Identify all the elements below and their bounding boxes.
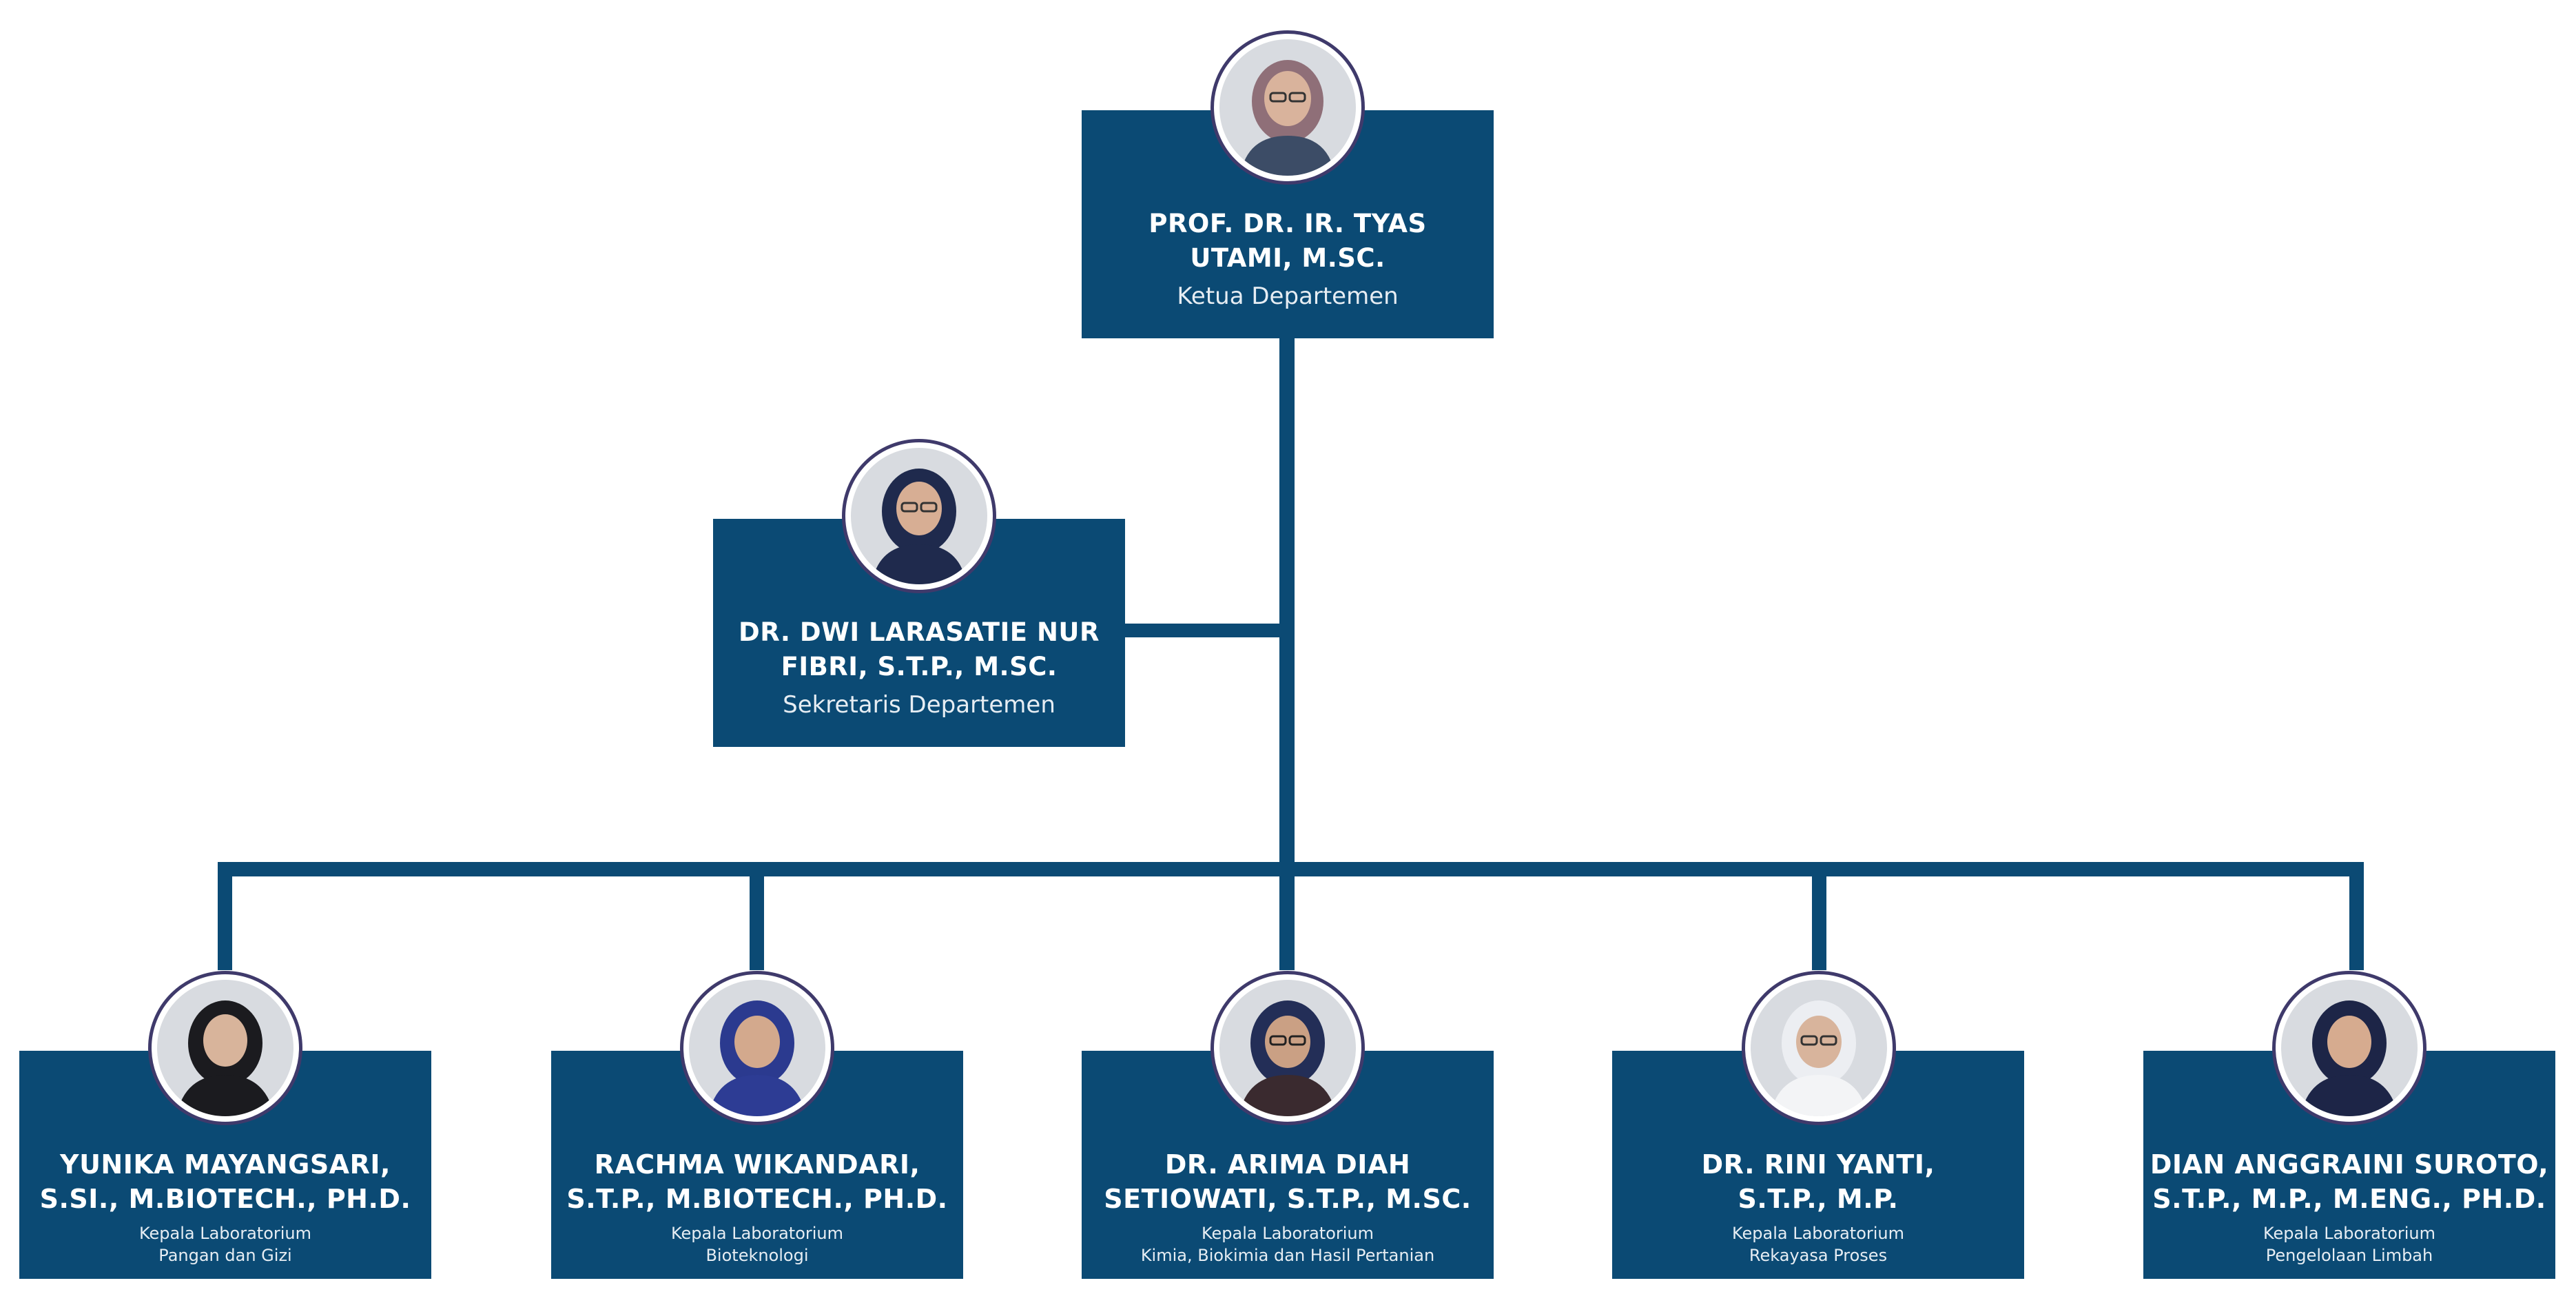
lab-1-unit: Pangan dan Gizi [158, 1246, 292, 1265]
drop-line-5 [2349, 862, 2364, 970]
avatar-lab-3 [1210, 971, 1365, 1125]
lab-3-name-line1: DR. ARIMA DIAH [1164, 1149, 1411, 1180]
lab-5-name: DIAN ANGGRAINI SUROTO, S.T.P., M.P., M.EN… [2143, 1147, 2555, 1216]
trunk-line [1279, 338, 1295, 970]
lab-5-name-line2: S.T.P., M.P., M.ENG., PH.D. [2152, 1184, 2546, 1214]
secretary-name-line2: FIBRI, S.T.P., M.SC. [781, 652, 1058, 681]
lab-4-unit: Rekayasa Proses [1749, 1246, 1888, 1265]
person-silhouette-icon [708, 1000, 806, 1116]
avatar-head [1210, 30, 1365, 185]
person-silhouette-icon [176, 1000, 274, 1116]
secretary-role: Sekretaris Departemen [783, 691, 1055, 719]
card-head: PROF. DR. IR. TYAS UTAMI, M.SC. Ketua Dep… [1082, 110, 1494, 338]
person-silhouette-icon [872, 469, 967, 584]
head-name-line1: PROF. DR. IR. TYAS [1148, 209, 1427, 238]
lab-4-role: Kepala Laboratorium [1731, 1224, 1905, 1243]
lab-2-name-line2: S.T.P., M.BIOTECH., PH.D. [566, 1184, 948, 1214]
lab-2-name: RACHMA WIKANDARI, S.T.P., M.BIOTECH., PH.… [551, 1147, 963, 1216]
avatar-secretary [842, 439, 996, 593]
secretary-branch-line [1125, 624, 1287, 637]
head-name: PROF. DR. IR. TYAS UTAMI, M.SC. [1082, 207, 1494, 276]
lab-4-name: DR. RINI YANTI, S.T.P., M.P. [1612, 1147, 2024, 1216]
card-lab-4: DR. RINI YANTI, S.T.P., M.P. Kepala Labor… [1612, 1051, 2024, 1279]
avatar-lab-2 [680, 971, 834, 1125]
lab-5-role: Kepala Laboratorium [2263, 1224, 2436, 1243]
secretary-name-line1: DR. DWI LARASATIE NUR [739, 617, 1100, 647]
person-silhouette-icon [1239, 1000, 1337, 1116]
lab-4-name-line1: DR. RINI YANTI, [1701, 1149, 1935, 1180]
avatar-lab-4 [1742, 971, 1896, 1125]
avatar-lab-1 [148, 971, 302, 1125]
lab-4-name-line2: S.T.P., M.P. [1738, 1184, 1899, 1214]
person-silhouette-icon [1240, 60, 1335, 176]
lab-3-name-line2: SETIOWATI, S.T.P., M.SC. [1104, 1184, 1472, 1214]
drop-line-2 [750, 862, 764, 970]
card-lab-3: DR. ARIMA DIAH SETIOWATI, S.T.P., M.SC. K… [1082, 1051, 1494, 1279]
lab-2-unit: Bioteknologi [705, 1246, 809, 1265]
lab-3-unit: Kimia, Biokimia dan Hasil Pertanian [1140, 1246, 1435, 1265]
lab-1-role: Kepala Laboratorium [138, 1224, 312, 1243]
lab-5-unit: Pengelolaan Limbah [2265, 1246, 2433, 1265]
lab-3-role: Kepala Laboratorium [1201, 1224, 1374, 1243]
lab-3-name: DR. ARIMA DIAH SETIOWATI, S.T.P., M.SC. [1082, 1147, 1494, 1216]
secretary-name: DR. DWI LARASATIE NUR FIBRI, S.T.P., M.SC… [713, 615, 1125, 684]
lab-2-role: Kepala Laboratorium [670, 1224, 844, 1243]
lab-1-name-line1: YUNIKA MAYANGSARI, [60, 1149, 391, 1180]
lab-1-name: YUNIKA MAYANGSARI, S.SI., M.BIOTECH., PH.… [19, 1147, 431, 1216]
person-silhouette-icon [1770, 1000, 1868, 1116]
head-role: Ketua Departemen [1177, 283, 1399, 310]
person-silhouette-icon [2300, 1000, 2398, 1116]
drop-line-1 [218, 862, 232, 970]
lab-1-name-line2: S.SI., M.BIOTECH., PH.D. [39, 1184, 411, 1214]
drop-line-4 [1812, 862, 1826, 970]
lab-2-name-line1: RACHMA WIKANDARI, [594, 1149, 920, 1180]
avatar-lab-5 [2272, 971, 2426, 1125]
horizontal-bus-line [218, 862, 2364, 876]
lab-5-name-line1: DIAN ANGGRAINI SUROTO, [2150, 1149, 2549, 1180]
head-name-line2: UTAMI, M.SC. [1190, 243, 1385, 273]
